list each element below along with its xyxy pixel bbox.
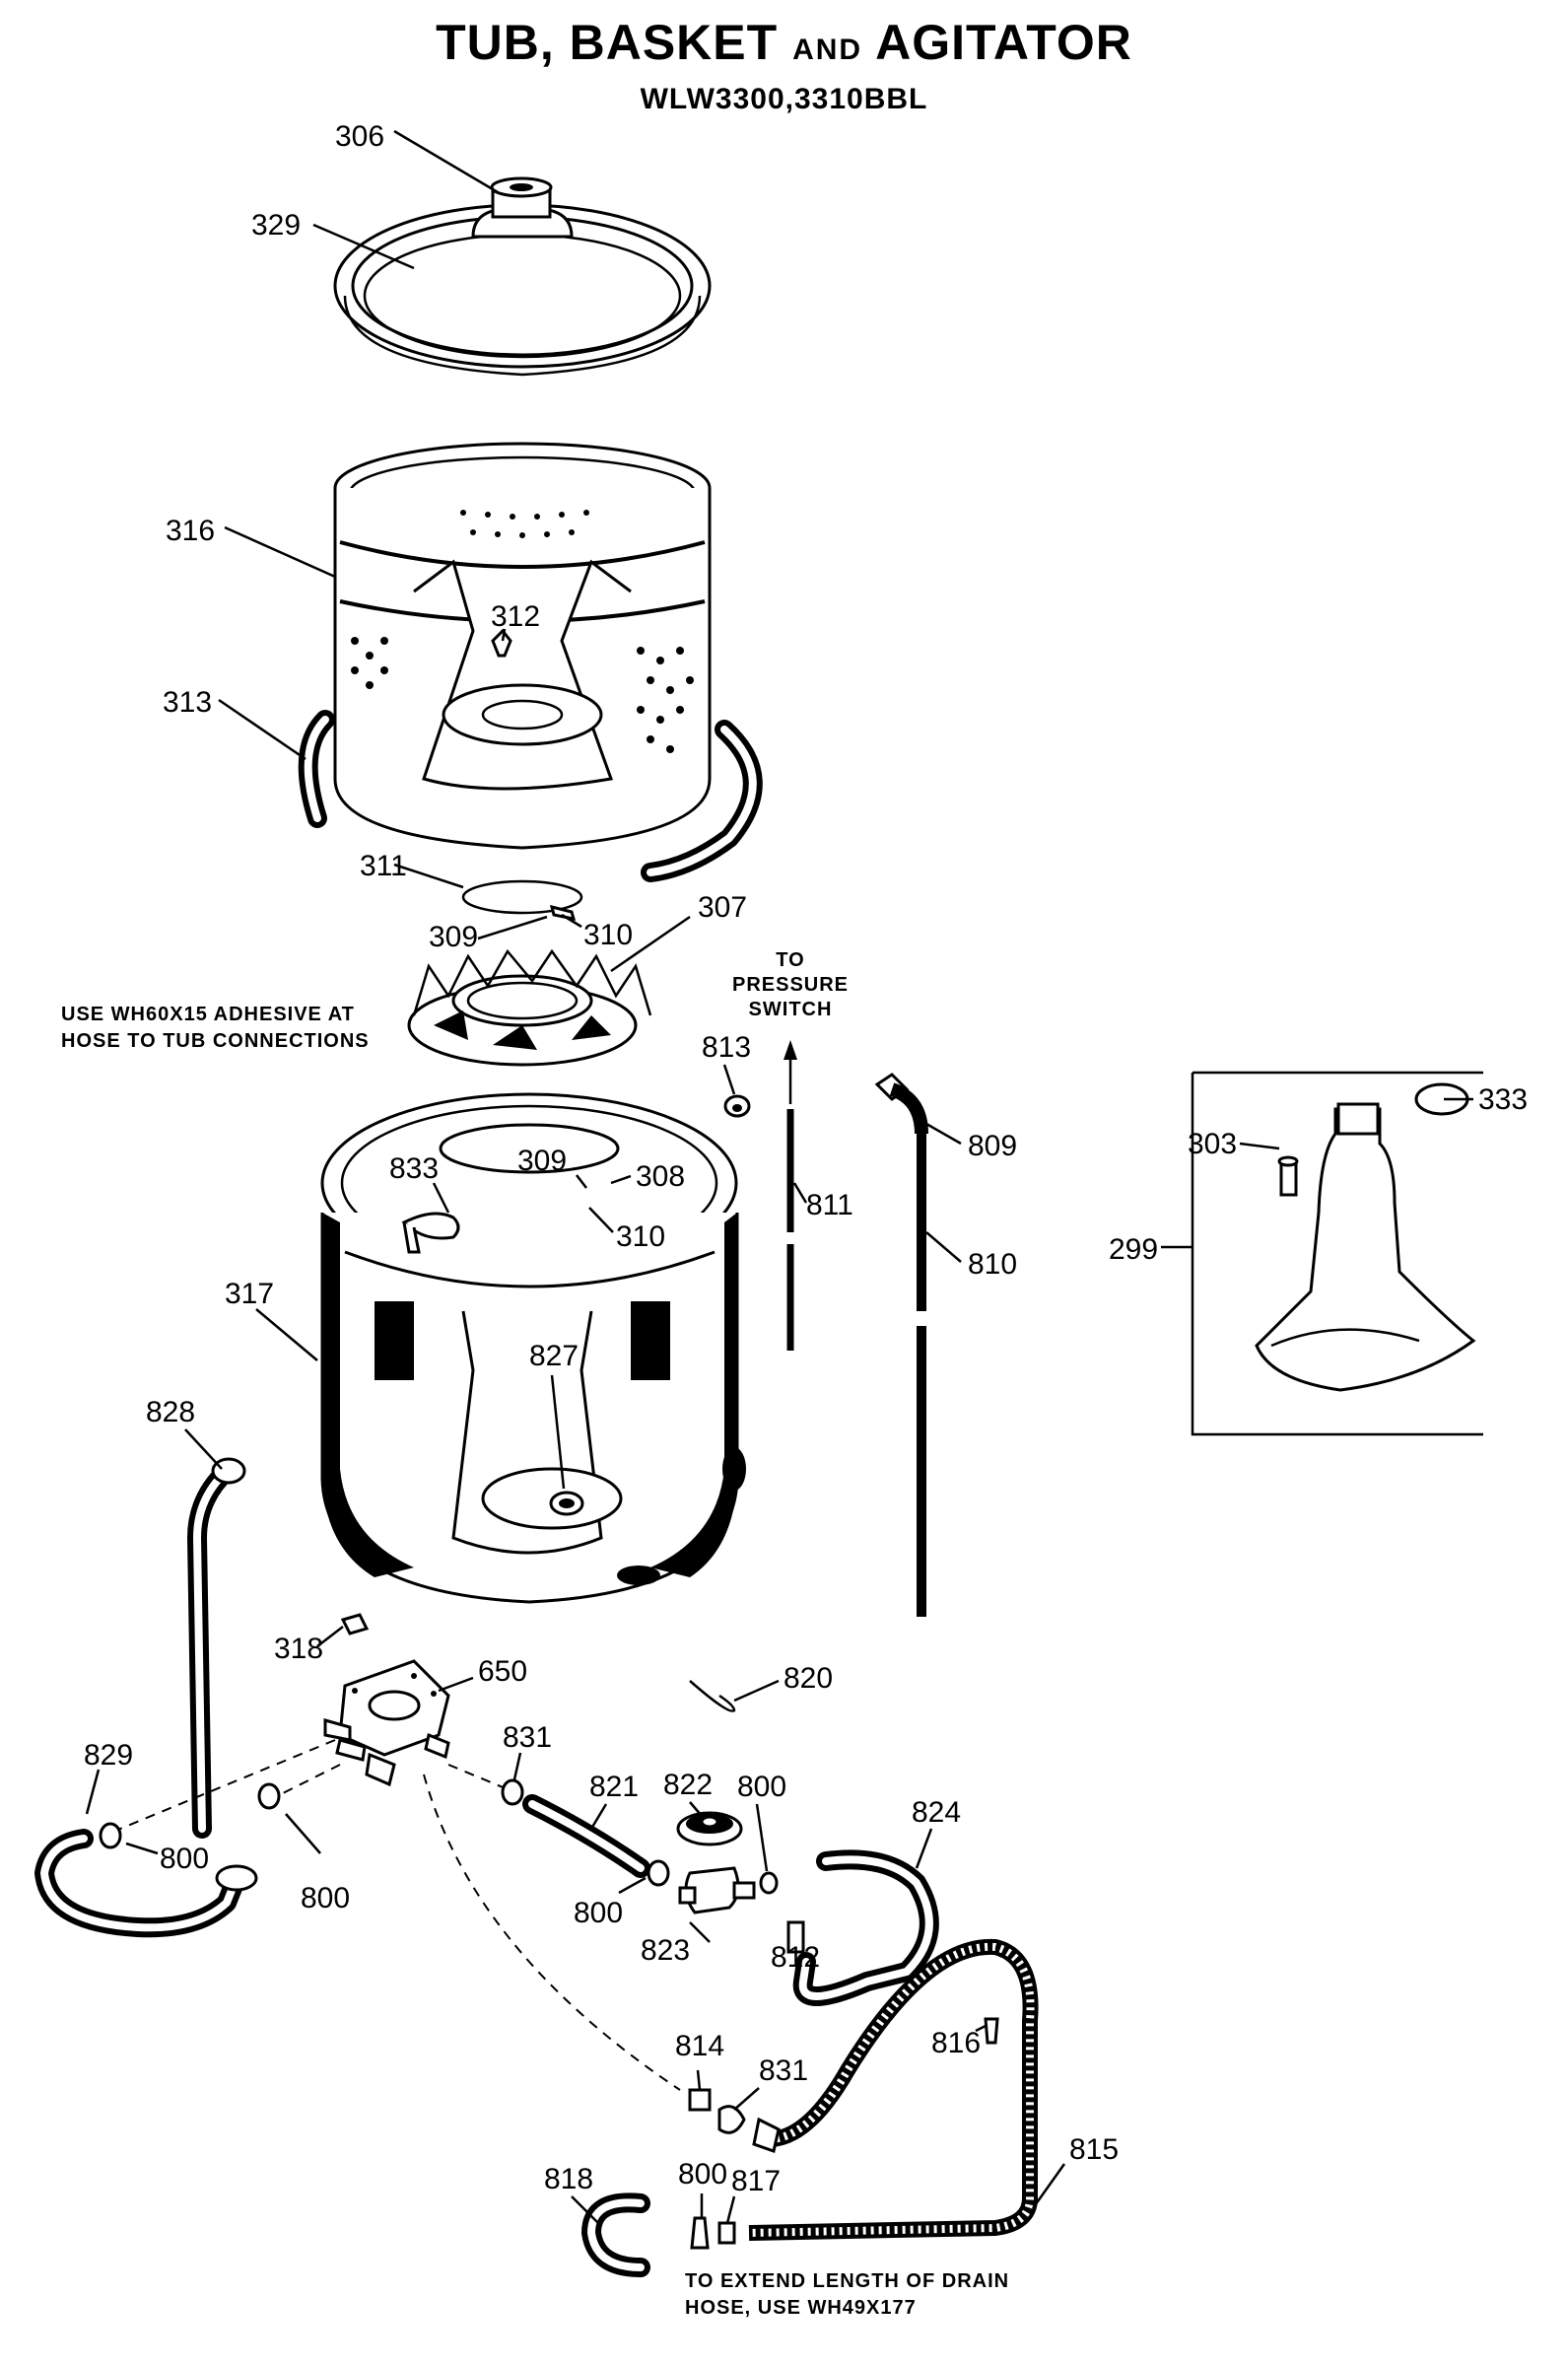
- label-310b: 310: [616, 1220, 665, 1253]
- label-311: 311: [360, 850, 407, 882]
- label-312: 312: [491, 600, 540, 633]
- small-clamp: [690, 2216, 710, 2250]
- label-811: 811: [806, 1189, 853, 1221]
- label-823: 823: [641, 1934, 690, 1967]
- label-824: 824: [912, 1796, 961, 1829]
- filter-cap: [676, 1811, 743, 1846]
- hose-clamps: [99, 1778, 779, 1895]
- tub-seal-crown: [407, 948, 652, 1067]
- note-extend-line2: HOSE, USE WH49X177: [685, 2297, 917, 2319]
- label-809: 809: [968, 1130, 1017, 1162]
- label-815: 815: [1069, 2133, 1119, 2166]
- hose-clip: [689, 1680, 736, 1712]
- diagram-subtitle: WLW3300,3310BBL: [640, 83, 928, 115]
- clamp-lower: [717, 2105, 746, 2134]
- label-800c: 800: [301, 1882, 350, 1914]
- drain-fitting: [717, 2221, 736, 2245]
- label-313: 313: [163, 686, 212, 719]
- agitator-detail-box: [1191, 1071, 1483, 1436]
- notes: USE WH60X15 ADHESIVE AT HOSE TO TUB CONN…: [61, 949, 1009, 2319]
- label-818: 818: [544, 2163, 593, 2195]
- drain-hose: [748, 1938, 1039, 2241]
- label-650: 650: [478, 1655, 527, 1688]
- label-307: 307: [698, 891, 747, 924]
- label-810: 810: [968, 1248, 1017, 1281]
- note-pressure-line1: TO: [776, 949, 804, 971]
- label-318: 318: [274, 1633, 323, 1665]
- basket-cover-ring: [333, 203, 712, 377]
- label-316: 316: [166, 515, 215, 547]
- tub-clip: [340, 1613, 370, 1635]
- fill-tube: [874, 1073, 928, 1617]
- note-adhesive-line1: USE WH60X15 ADHESIVE AT: [61, 1004, 355, 1025]
- label-333: 333: [1478, 1083, 1528, 1116]
- callout-labels: 306 329 316 312 313 311 309 310 307 813 …: [84, 120, 1528, 2197]
- label-299: 299: [1109, 1233, 1158, 1266]
- drain-adapter: [688, 2088, 712, 2112]
- outer-tub: [320, 1092, 746, 1604]
- label-831a: 831: [503, 1721, 552, 1754]
- label-833: 833: [389, 1152, 439, 1185]
- label-329: 329: [251, 209, 301, 242]
- filter-housing: [678, 1866, 756, 1914]
- label-822: 822: [663, 1769, 713, 1801]
- callout-leader-lines: [85, 129, 1473, 2227]
- grommet: [723, 1094, 751, 1118]
- hose-clip-screw: [984, 2017, 999, 2045]
- label-800a: 800: [737, 1771, 786, 1803]
- label-812: 812: [771, 1941, 820, 1974]
- label-816: 816: [931, 2027, 981, 2059]
- agitator-cap: [471, 176, 574, 239]
- label-814: 814: [675, 2030, 724, 2062]
- label-310a: 310: [583, 919, 633, 951]
- label-828: 828: [146, 1396, 195, 1428]
- label-820: 820: [784, 1662, 833, 1695]
- label-831b: 831: [759, 2054, 808, 2087]
- wash-basket: [333, 442, 712, 850]
- clamp-ring-upper: [461, 879, 583, 921]
- drain-pump: [323, 1659, 450, 1787]
- label-800b: 800: [160, 1843, 209, 1875]
- diagram-title: TUB, BASKET AND AGITATOR: [436, 15, 1132, 70]
- pump-inlet-hose: [34, 1829, 258, 1938]
- label-303: 303: [1188, 1128, 1237, 1160]
- label-800d: 800: [574, 1897, 623, 1929]
- pressure-switch-tube: [784, 1040, 797, 1351]
- label-317: 317: [225, 1278, 274, 1310]
- label-306: 306: [335, 120, 384, 153]
- note-adhesive-line2: HOSE TO TUB CONNECTIONS: [61, 1030, 370, 1052]
- label-827: 827: [529, 1340, 579, 1372]
- label-800e: 800: [678, 2158, 727, 2191]
- label-309b: 309: [517, 1145, 567, 1177]
- label-817: 817: [731, 2165, 781, 2197]
- note-pressure-line2: PRESSURE: [732, 974, 849, 996]
- label-813: 813: [702, 1031, 751, 1064]
- label-821: 821: [589, 1771, 639, 1803]
- label-308: 308: [636, 1160, 685, 1193]
- note-extend-line1: TO EXTEND LENGTH OF DRAIN: [685, 2270, 1009, 2292]
- label-829: 829: [84, 1739, 133, 1772]
- note-pressure-line3: SWITCH: [749, 999, 833, 1020]
- basket-perforations: [351, 510, 694, 753]
- label-309a: 309: [429, 921, 478, 953]
